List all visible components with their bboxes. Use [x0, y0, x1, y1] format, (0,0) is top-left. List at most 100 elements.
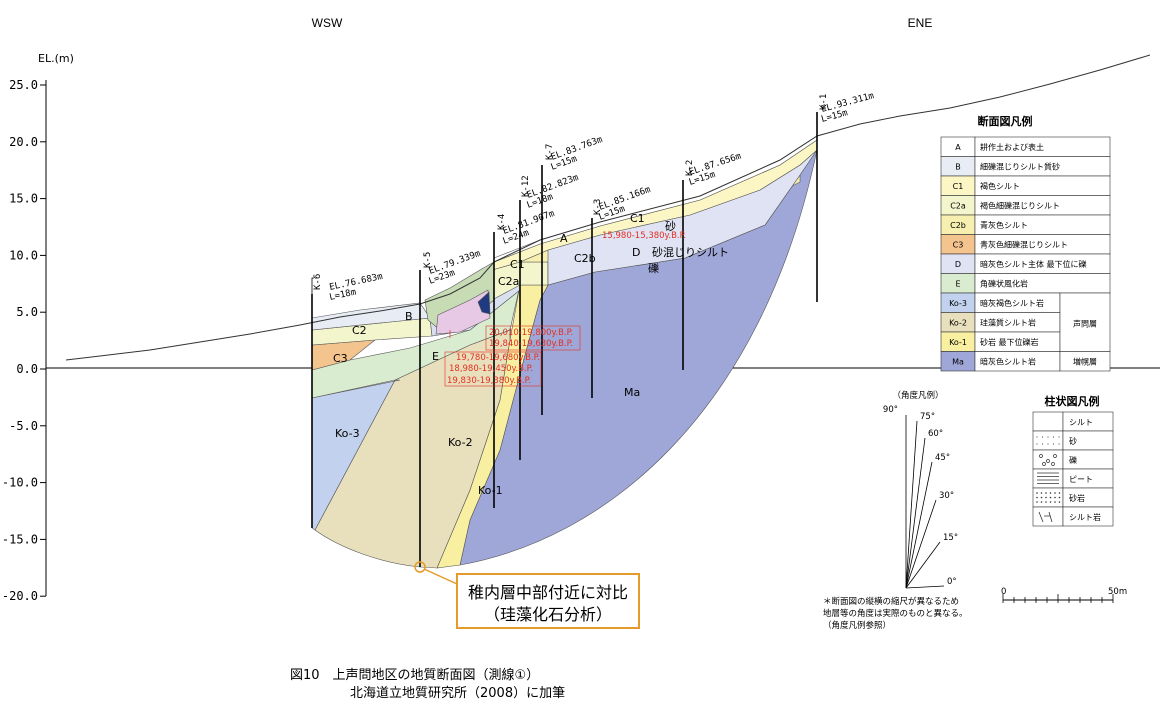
- borehole-k2-id: K-2: [685, 160, 695, 176]
- section-legend-text: 褐色細礫混じりシルト: [980, 201, 1060, 211]
- section-legend-text: 耕作土および表土: [980, 142, 1044, 152]
- column-legend-swatch: [1032, 468, 1064, 489]
- section-legend-group-cell: [1059, 351, 1111, 372]
- column-legend-text: 礫: [1069, 455, 1077, 465]
- geology-units: [311, 135, 818, 569]
- y-tick-label: -10.0: [2, 476, 38, 490]
- y-tick-label: -5.0: [9, 419, 38, 433]
- borehole-k4-id: K-4: [497, 214, 507, 230]
- angle-line: [905, 499, 937, 589]
- age-label-4: 18,980-19,450y.B.P.: [449, 364, 533, 374]
- radiocarbon-ages: 15,980-15,380y.B.P. 20,010-19,800y.B.P. …: [444, 231, 686, 387]
- diatom-callout: 稚内層中部付近に対比 （珪藻化石分析）: [414, 561, 640, 629]
- borehole-k12-el: EL.82.823m: [526, 173, 580, 201]
- callout-line1: 稚内層中部付近に対比: [468, 583, 628, 602]
- column-legend-title: 柱状図凡例: [1045, 394, 1100, 408]
- label-ko1: Ko-1: [478, 484, 503, 497]
- section-legend-text: 珪藻質シルト岩: [980, 318, 1036, 328]
- section-legend-code: E: [955, 280, 960, 289]
- y-tick-label: 10.0: [9, 248, 38, 262]
- note-line-0: ＊断面図の縦横の縮尺が異なるため: [823, 596, 959, 607]
- age-box-1: [485, 325, 581, 351]
- borehole-k2-el: EL.87.656m: [688, 152, 743, 178]
- column-legend-cell: [1062, 506, 1114, 527]
- scale-start: 0: [1001, 587, 1006, 597]
- angle-line: [905, 585, 945, 589]
- callout-line2: （珪藻化石分析）: [484, 605, 612, 624]
- section-legend-text: 角礫状風化岩: [980, 279, 1028, 289]
- y-tick-label: -15.0: [2, 532, 38, 546]
- section-legend-group1: 声問層: [1073, 318, 1097, 328]
- unit-ma-fill: [459, 149, 818, 566]
- note-line-1: 地層等の角度は実際のものと異なる。: [823, 608, 968, 619]
- angle-label: 30°: [939, 491, 954, 501]
- y-tick-label: 25.0: [9, 78, 38, 92]
- section-legend-text: 暗灰褐色シルト岩: [980, 298, 1044, 308]
- caption-line1: 図10 上声問地区の地質断面図（測線①）: [290, 667, 539, 683]
- column-legend-text: 砂: [1069, 436, 1077, 446]
- borehole-k1-id: K-1: [819, 94, 829, 110]
- unit-c3-mixed-zone: [435, 289, 491, 335]
- column-legend-swatch: [1032, 506, 1064, 527]
- angle-line: [905, 437, 926, 589]
- note-line-2: （角度凡例参照）: [823, 620, 891, 631]
- label-reki: 礫: [648, 261, 659, 275]
- label-b: B: [405, 310, 413, 323]
- angle-legend: （角度凡例） 90°75°60°45°30°15°0°: [883, 390, 958, 589]
- scale-bar: 0 50m: [1001, 587, 1127, 603]
- section-legend-code: B: [955, 163, 961, 172]
- column-legend-swatch: [1032, 430, 1064, 451]
- label-c3: C3: [333, 352, 348, 365]
- section-legend-code: Ko-2: [949, 319, 967, 328]
- section-legend-group-cell: [1059, 292, 1111, 352]
- caption-line2: 北海道立地質研究所（2008）に加筆: [350, 686, 565, 701]
- column-legend-text: シルト岩: [1069, 512, 1101, 522]
- angle-label: 45°: [935, 453, 950, 463]
- section-legend-code: Ko-3: [949, 299, 967, 308]
- borehole-k12-id: K-12: [521, 175, 531, 197]
- section-legend-text: 暗灰色シルト主体 最下位に礫: [980, 259, 1087, 269]
- section-legend-text: 砂岩 最下位礫岩: [980, 337, 1039, 347]
- angle-label: 90°: [883, 405, 898, 415]
- direction-left: WSW: [312, 16, 343, 30]
- label-suna: 砂: [665, 220, 676, 233]
- column-legend-text: ピート: [1069, 475, 1093, 484]
- borehole-k5-el: EL.79.339m: [428, 249, 482, 277]
- section-legend-title: 断面図凡例: [978, 114, 1033, 128]
- angle-label: 0°: [947, 577, 957, 587]
- unit-ko2-fill: [314, 329, 511, 569]
- borehole-k3-el: EL.85.166m: [598, 185, 652, 213]
- section-legend-text: 細礫混じりシルト質砂: [980, 162, 1060, 172]
- section-legend-code: C3: [953, 241, 964, 250]
- column-legend-text: シルト: [1069, 418, 1093, 427]
- borehole-k3-id: K-3: [593, 199, 603, 215]
- section-legend-text: 青灰色シルト: [980, 220, 1028, 230]
- section-legend-code: C2b: [950, 221, 966, 230]
- age-label-5: 19,830-19,380y.B.P.: [447, 376, 531, 386]
- angle-label: 60°: [928, 429, 943, 439]
- scale-notes: ＊断面図の縦横の縮尺が異なるため 地層等の角度は実際のものと異なる。 （角度凡例…: [823, 596, 968, 631]
- section-legend-code: Ko-1: [949, 338, 967, 347]
- y-tick-label: 20.0: [9, 135, 38, 149]
- y-tick-label: 15.0: [9, 192, 38, 206]
- label-ko3: Ko-3: [335, 427, 360, 440]
- label-suna-silt: 砂混じりシルト: [652, 246, 729, 259]
- section-legend-text: 褐色シルト: [980, 181, 1020, 191]
- angle-label: 75°: [920, 412, 935, 422]
- y-tick-label: 0.0: [16, 362, 38, 376]
- age-label-3: 19,780-19,680y.B.P.: [456, 353, 540, 363]
- section-legend-code: Ma: [952, 358, 964, 367]
- y-axis-unit: EL.(m): [38, 52, 74, 65]
- age-label-0: 15,980-15,380y.B.P.: [602, 231, 686, 241]
- angle-line: [905, 420, 918, 589]
- section-legend-code: C2a: [950, 202, 966, 211]
- callout-marker: [414, 561, 426, 573]
- borehole-k7-id: K-7: [545, 144, 555, 160]
- label-ma: Ma: [624, 386, 640, 399]
- label-c1-b: C1: [510, 258, 525, 271]
- ground-surface: [65, 54, 1151, 361]
- section-legend-text: 暗灰色シルト岩: [980, 357, 1036, 367]
